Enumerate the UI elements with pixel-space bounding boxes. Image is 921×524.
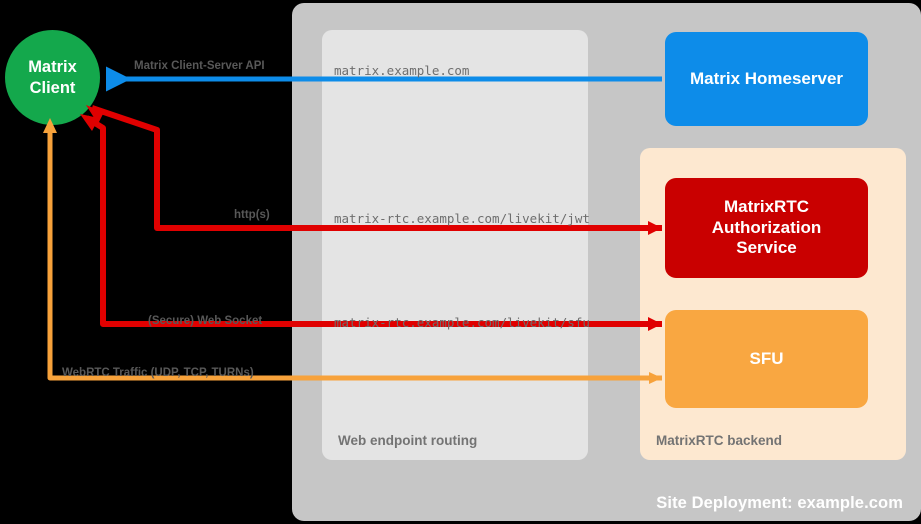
connection-label-auth-http: http(s) (234, 209, 270, 221)
web-endpoint-routing-label: Web endpoint routing (338, 433, 478, 448)
sfu-label: SFU (749, 348, 784, 368)
auth-label-line1: MatrixRTC (723, 196, 809, 216)
matrixrtc-backend-label: MatrixRTC backend (656, 433, 783, 448)
endpoint-label-jwt: matrix-rtc.example.com/livekit/jwt (334, 211, 590, 226)
matrix-client-label-line2: Client (29, 78, 76, 97)
connection-label-sfu-websocket: (Secure) Web Socket (148, 315, 263, 327)
matrix-client-node[interactable]: Matrix Client (5, 30, 100, 125)
auth-label-line2: Authorization (711, 217, 822, 237)
matrix-homeserver-label: Matrix Homeserver (689, 68, 844, 88)
endpoint-label-sfu: matrix-rtc.example.com/livekit/sfu (334, 315, 590, 330)
endpoint-label-matrix: matrix.example.com (334, 63, 470, 78)
site-deployment-label: Site Deployment: example.com (656, 494, 903, 512)
sfu-node[interactable]: SFU (665, 310, 868, 408)
matrix-client-label-line1: Matrix (28, 57, 77, 76)
web-endpoint-routing-panel: Web endpoint routing (322, 30, 588, 460)
connection-label-webrtc-traffic: WebRTC Traffic (UDP, TCP, TURNs) (62, 367, 254, 379)
matrix-homeserver-node[interactable]: Matrix Homeserver (665, 32, 868, 126)
auth-label-line3: Service (736, 238, 797, 258)
connection-label-client-server-api: Matrix Client-Server API (134, 60, 265, 72)
matrixrtc-authorization-service-node[interactable]: MatrixRTC Authorization Service (665, 178, 868, 278)
